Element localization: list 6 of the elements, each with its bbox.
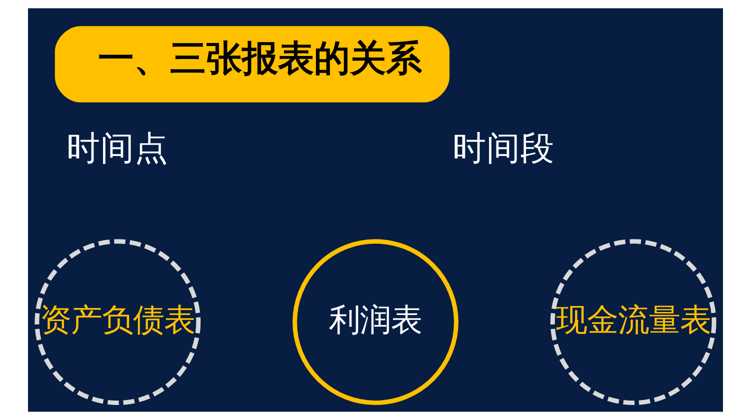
label: 时间段 — [452, 128, 554, 168]
label: 时间点 — [66, 128, 168, 168]
node-circle: 现金流量表 — [550, 239, 716, 406]
diagram-title: 一、三张报表的关系 — [97, 38, 422, 80]
node-circle: 资产负债表 — [34, 239, 200, 406]
node-circle: 利润表 — [292, 239, 458, 406]
